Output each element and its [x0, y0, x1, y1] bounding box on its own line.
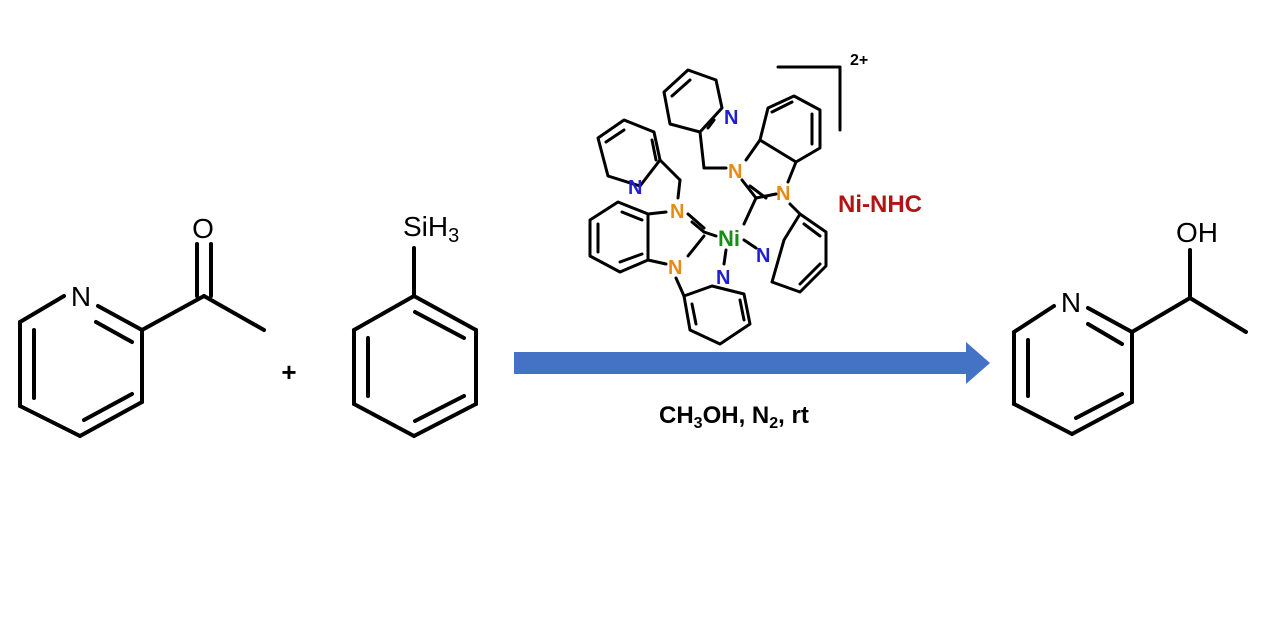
nhc-nitrogen: N — [668, 257, 682, 279]
bond — [650, 138, 658, 162]
bond — [1074, 392, 1124, 420]
bond — [352, 294, 416, 332]
charge-label: 2+ — [850, 52, 868, 69]
bond — [786, 160, 798, 184]
bond — [604, 128, 626, 144]
bond — [676, 178, 682, 200]
bond — [742, 238, 758, 250]
bond — [94, 320, 134, 344]
arrow-shaft — [514, 352, 970, 374]
bond — [698, 130, 706, 170]
pyridine-nitrogen: N — [716, 267, 730, 289]
bond — [754, 192, 778, 200]
bond — [646, 258, 668, 266]
bond — [686, 212, 706, 230]
bond — [740, 178, 758, 200]
bond — [670, 78, 692, 98]
nhc-nitrogen: N — [776, 183, 790, 205]
bond — [706, 118, 716, 130]
nitrogen-atom: N — [71, 281, 91, 312]
benzene-ring — [588, 200, 650, 274]
product-pyridyl-ethanol: N OH — [1012, 217, 1248, 436]
pyridine-ring — [770, 212, 828, 294]
bond — [1012, 304, 1056, 334]
pyridine-nitrogen: N — [724, 107, 738, 129]
bond — [18, 404, 82, 438]
oxygen-atom: O — [192, 213, 214, 244]
bond — [702, 230, 718, 238]
bond — [690, 220, 706, 234]
bond — [1188, 296, 1248, 334]
charge-bracket — [776, 65, 842, 132]
pyridine-nitrogen: N — [756, 245, 770, 267]
bond — [788, 202, 802, 216]
bond — [646, 210, 668, 216]
nhc-nitrogen: N — [728, 161, 742, 183]
bond — [1086, 306, 1134, 334]
pyridine-nitrogen: N — [628, 177, 642, 199]
catalyst-label: Ni-NHC — [838, 191, 922, 218]
nhc-nitrogen: N — [670, 201, 684, 223]
bond — [412, 294, 478, 332]
bond — [413, 394, 466, 423]
reactant-2-acetylpyridine: N O — [18, 213, 266, 438]
nickel-atom: Ni — [718, 226, 740, 251]
bond — [78, 400, 144, 438]
pyridine-ring — [682, 284, 752, 346]
bond — [742, 196, 758, 226]
bond — [1130, 296, 1192, 334]
bond — [352, 402, 416, 438]
bond — [722, 248, 728, 266]
bond — [770, 100, 794, 114]
reaction-arrow — [514, 342, 990, 384]
bond — [618, 252, 644, 264]
bond — [674, 276, 686, 298]
reaction-conditions: CH3OH, N2, rt — [659, 402, 809, 432]
catalyst-ni-nhc: 2+ N N N N Ni N — [588, 52, 922, 346]
bond — [738, 298, 746, 322]
bond — [140, 294, 206, 332]
bond — [96, 304, 144, 332]
bond — [802, 222, 822, 238]
bond — [658, 158, 682, 182]
bond — [686, 234, 706, 258]
bond — [1086, 322, 1124, 346]
pyridine-ring — [662, 68, 724, 134]
bond — [620, 210, 644, 222]
bond — [1070, 400, 1134, 436]
bond — [748, 184, 768, 200]
bond — [1012, 402, 1074, 436]
bond — [413, 310, 466, 340]
bond — [690, 302, 698, 326]
silicon-group: SiH3 — [403, 211, 459, 247]
bond — [18, 294, 66, 324]
bond — [412, 402, 478, 438]
bond — [798, 262, 822, 286]
hydroxyl-group: OH — [1176, 217, 1218, 248]
bond — [744, 138, 762, 162]
bond — [202, 294, 266, 332]
reactant-phenylsilane: SiH3 — [352, 211, 478, 438]
arrow-head — [966, 342, 990, 384]
plus-sign: + — [281, 357, 296, 387]
bond — [82, 392, 134, 422]
nitrogen-atom: N — [1061, 287, 1081, 318]
